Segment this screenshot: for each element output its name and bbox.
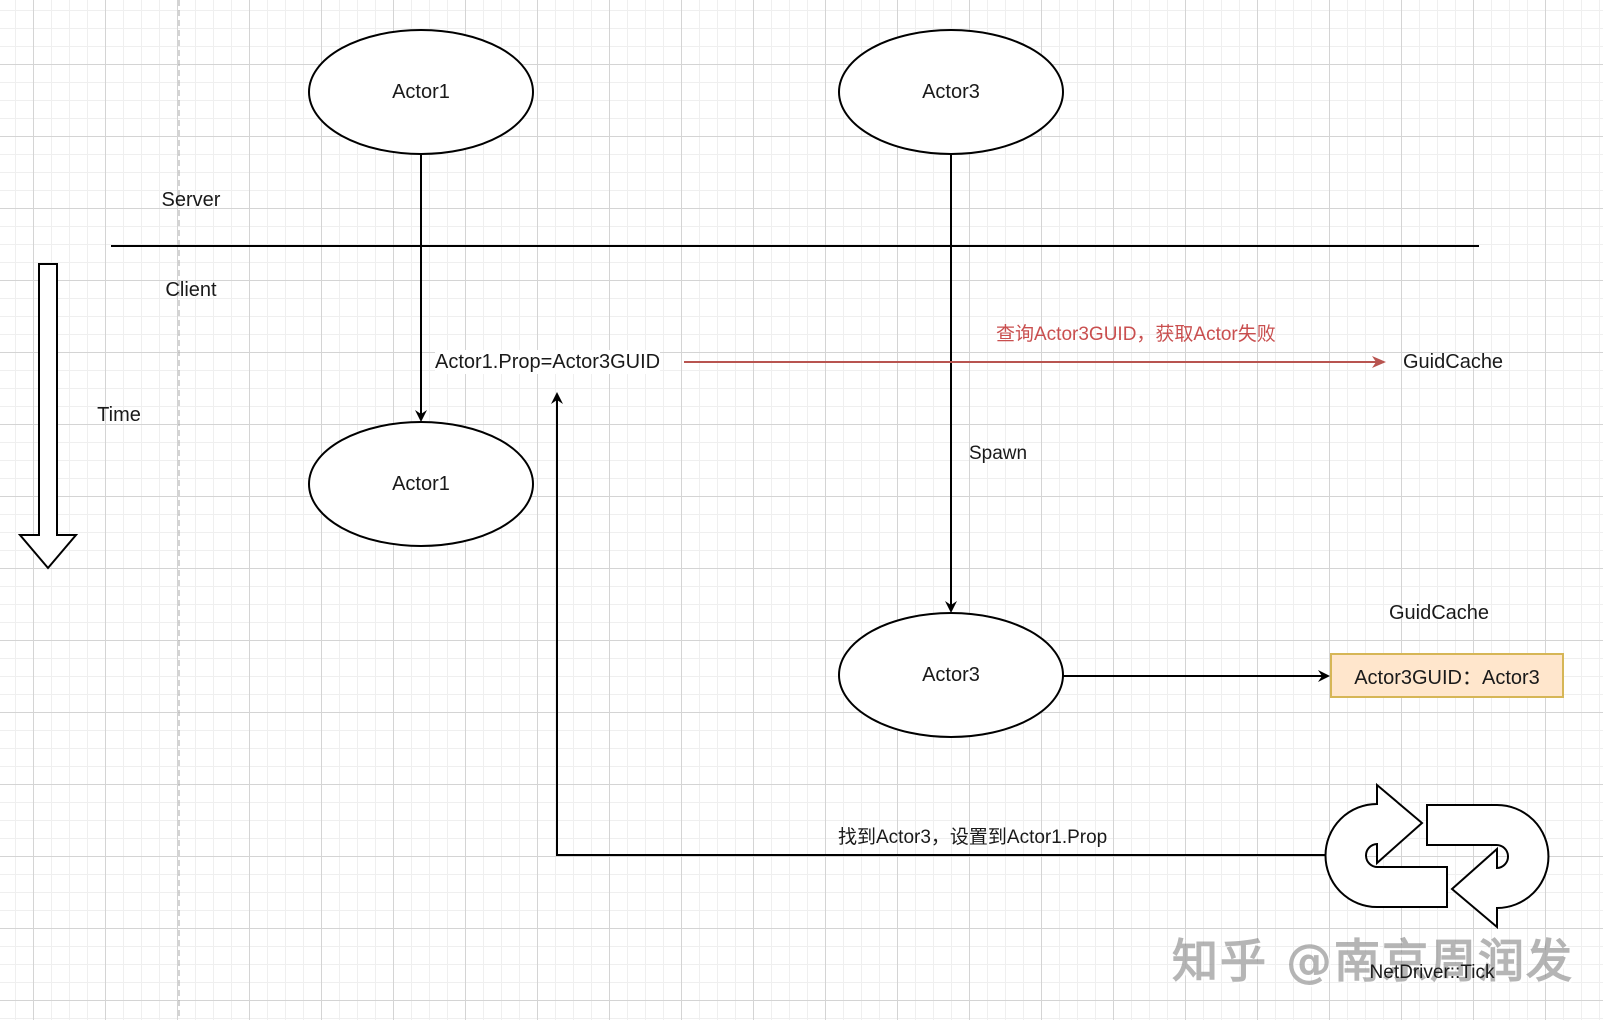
actor3-server-label: Actor3 xyxy=(922,81,980,103)
actor3-client-label: Actor3 xyxy=(922,664,980,686)
actor1-server-label: Actor1 xyxy=(392,81,450,103)
found-set-arrow xyxy=(551,392,1327,856)
watermark: 知乎 @南京周润发 xyxy=(1172,934,1575,988)
client-region-label: Client xyxy=(165,279,217,301)
time-label: Time xyxy=(97,404,141,426)
time-arrow-icon xyxy=(17,263,79,570)
guidcache-bottom-label: GuidCache xyxy=(1388,602,1490,624)
spawn-label: Spawn xyxy=(969,443,1028,464)
guidcache-top-label: GuidCache xyxy=(1403,351,1504,373)
guidcache-entry[interactable]: Actor3GUID：Actor3 xyxy=(1330,653,1564,698)
refresh-cycle-icon[interactable] xyxy=(1324,782,1550,930)
found-set-label: 找到Actor3，设置到Actor1.Prop xyxy=(838,827,1108,848)
server-region-label: Server xyxy=(161,189,221,211)
actor1-client-node[interactable] xyxy=(308,421,534,547)
actor1-client-label: Actor1 xyxy=(392,473,450,495)
prop-assignment-label: Actor1.Prop=Actor3GUID xyxy=(435,350,661,374)
netdriver-tick-label: NetDriver::Tick xyxy=(1369,962,1495,983)
query-fail-label: 查询Actor3GUID，获取Actor失败 xyxy=(996,324,1276,345)
